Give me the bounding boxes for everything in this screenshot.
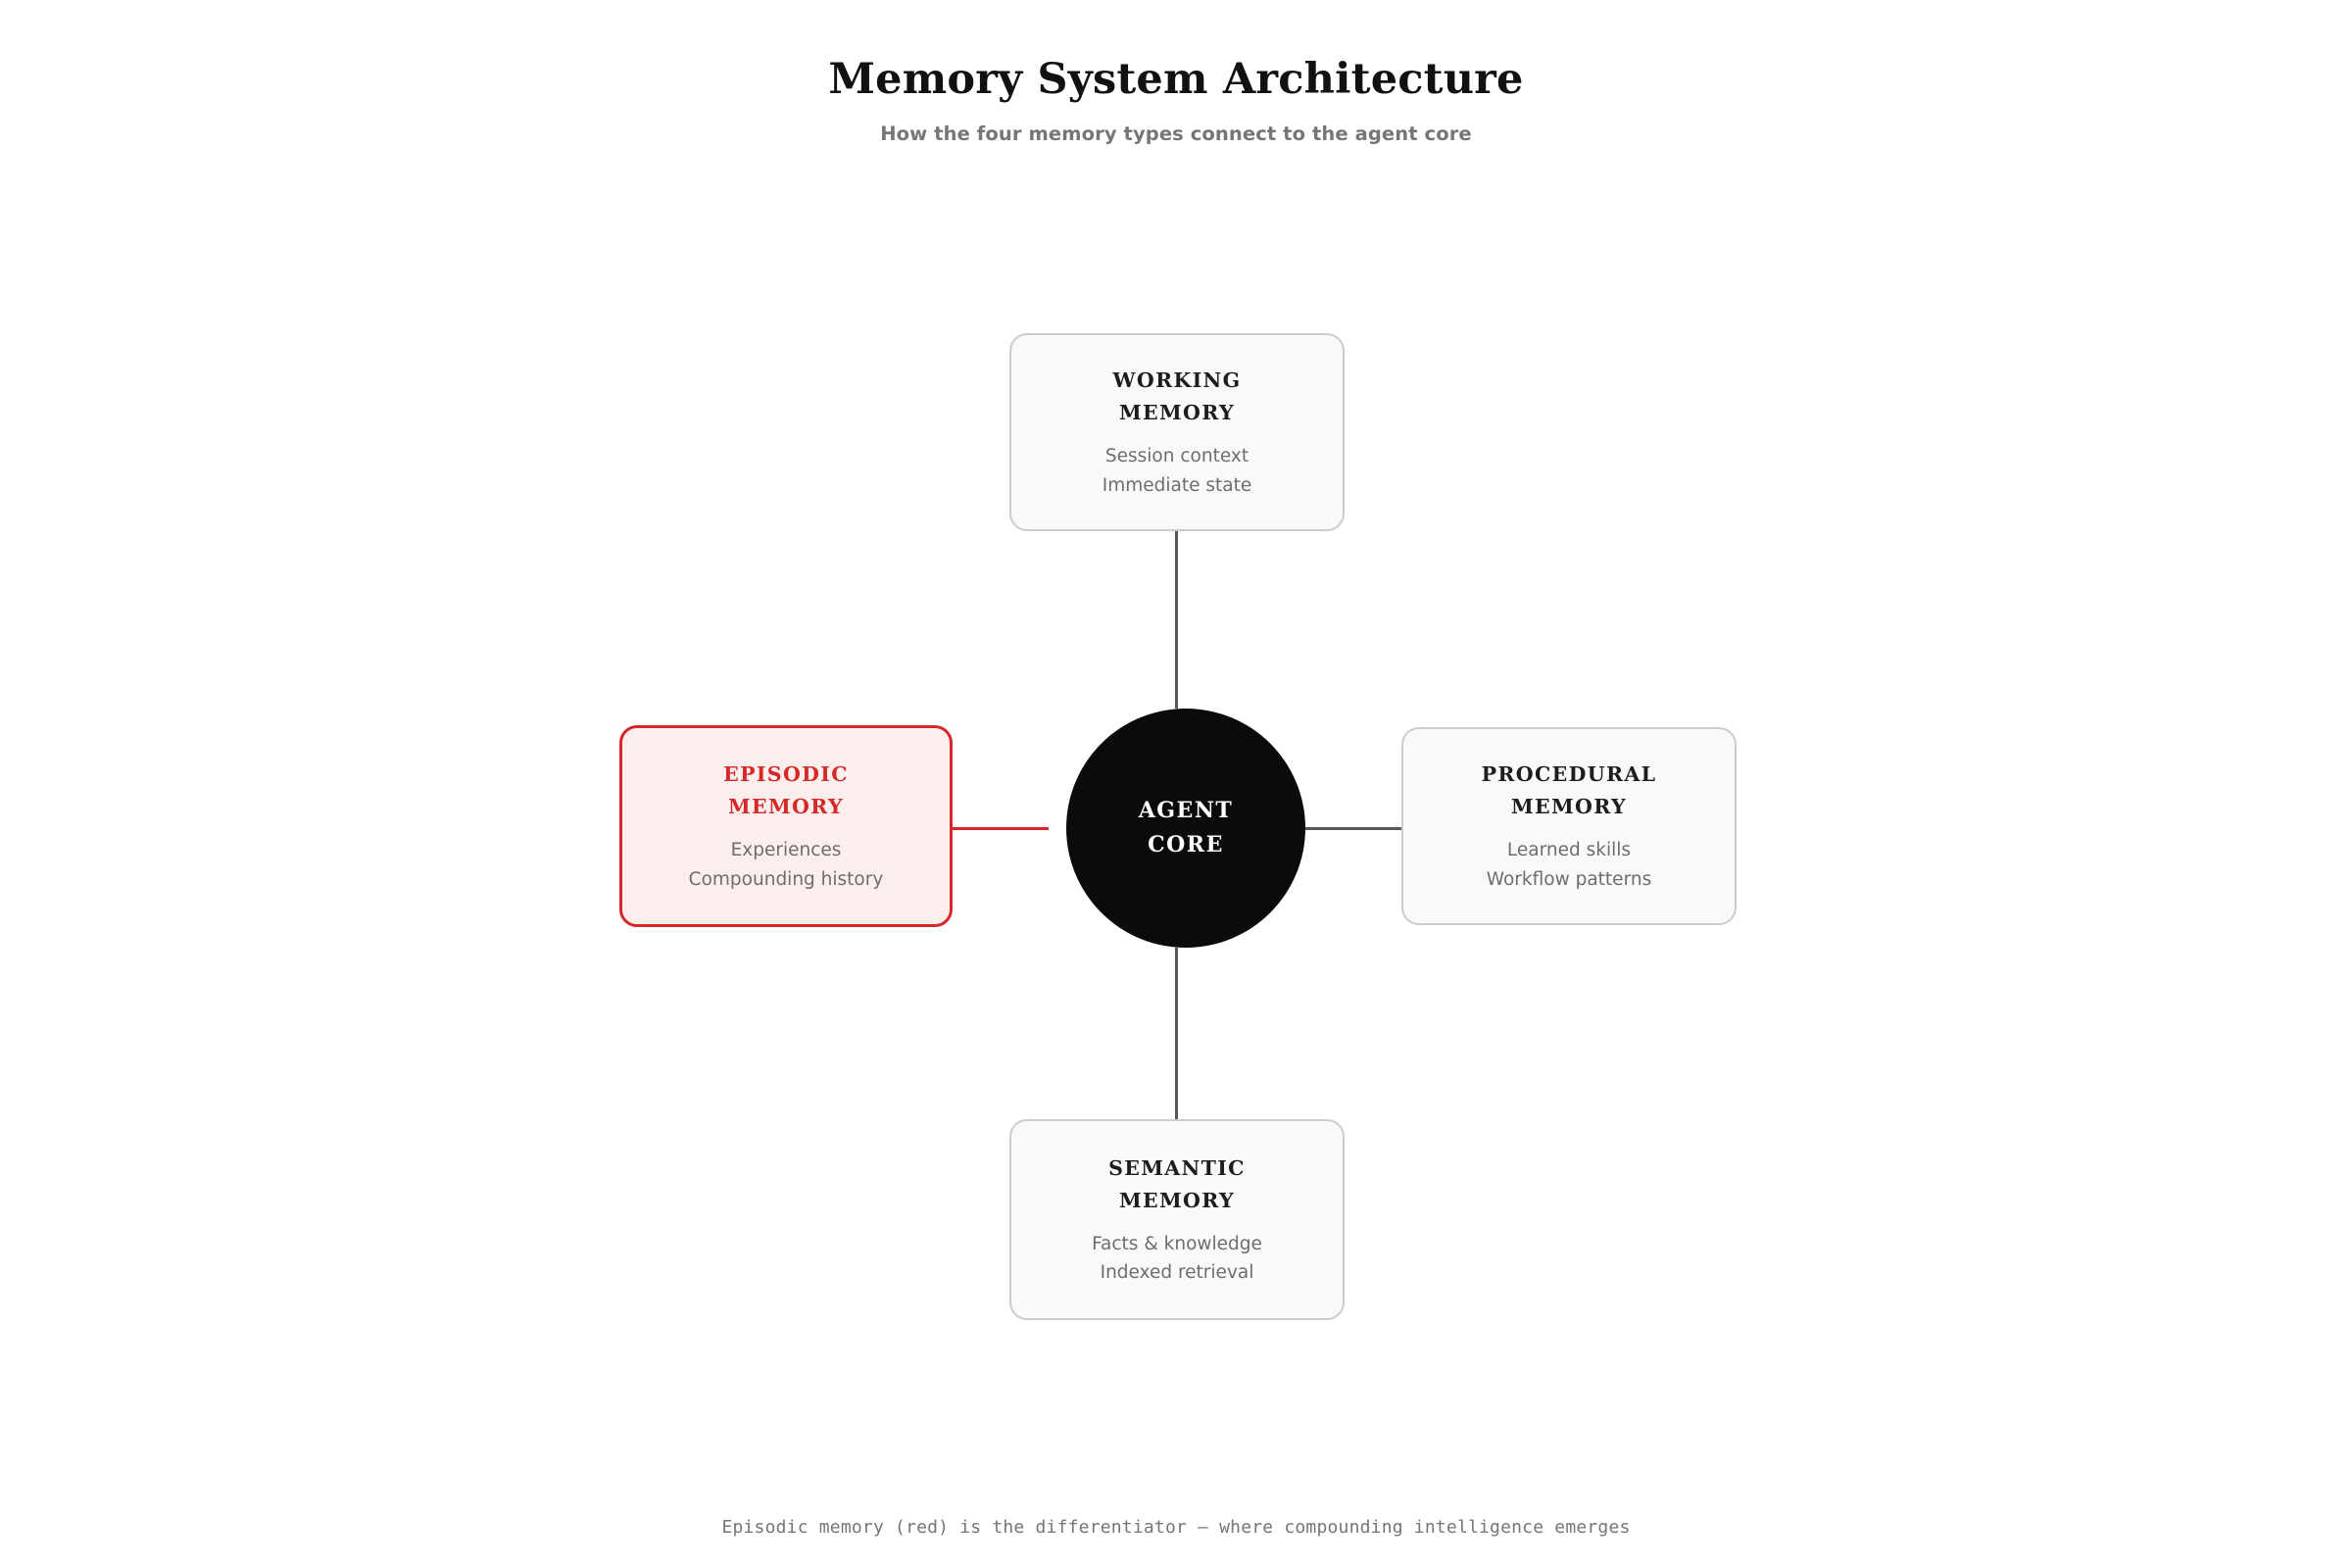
connector-core-to-episodic bbox=[953, 826, 1049, 830]
node-title: EPISODIC MEMORY bbox=[723, 762, 849, 819]
node-title: WORKING MEMORY bbox=[1112, 368, 1242, 425]
node-working-memory[interactable]: WORKING MEMORY Session context Immediate… bbox=[1009, 333, 1345, 531]
connector-core-to-working bbox=[1174, 531, 1178, 709]
node-procedural-memory[interactable]: PROCEDURAL MEMORY Learned skills Workflo… bbox=[1401, 727, 1737, 925]
node-description: Experiences Compounding history bbox=[688, 840, 884, 890]
node-description: Session context Immediate state bbox=[1102, 446, 1252, 496]
footer-note: Episodic memory (red) is the differentia… bbox=[721, 1517, 1631, 1538]
node-title: PROCEDURAL MEMORY bbox=[1481, 762, 1657, 819]
connector-core-to-procedural bbox=[1305, 826, 1401, 830]
node-title: SEMANTIC MEMORY bbox=[1108, 1155, 1246, 1212]
node-description: Facts & knowledge Indexed retrieval bbox=[1092, 1233, 1262, 1284]
agent-core-node[interactable]: AGENT CORE bbox=[1066, 709, 1305, 948]
page-title: Memory System Architecture bbox=[828, 55, 1524, 104]
connector-core-to-semantic bbox=[1174, 948, 1178, 1119]
agent-core-label: AGENT CORE bbox=[1138, 797, 1234, 858]
header: Memory System Architecture How the four … bbox=[0, 0, 2352, 145]
node-episodic-memory[interactable]: EPISODIC MEMORY Experiences Compounding … bbox=[619, 725, 953, 927]
page-subtitle: How the four memory types connect to the… bbox=[880, 122, 1472, 146]
node-description: Learned skills Workflow patterns bbox=[1486, 840, 1652, 890]
node-semantic-memory[interactable]: SEMANTIC MEMORY Facts & knowledge Indexe… bbox=[1009, 1119, 1345, 1320]
